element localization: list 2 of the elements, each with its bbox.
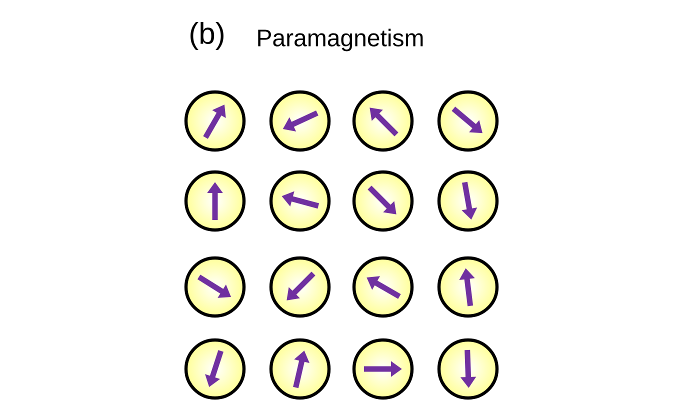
- panel-label: (b): [190, 22, 224, 50]
- title: Paramagnetism: [258, 28, 423, 52]
